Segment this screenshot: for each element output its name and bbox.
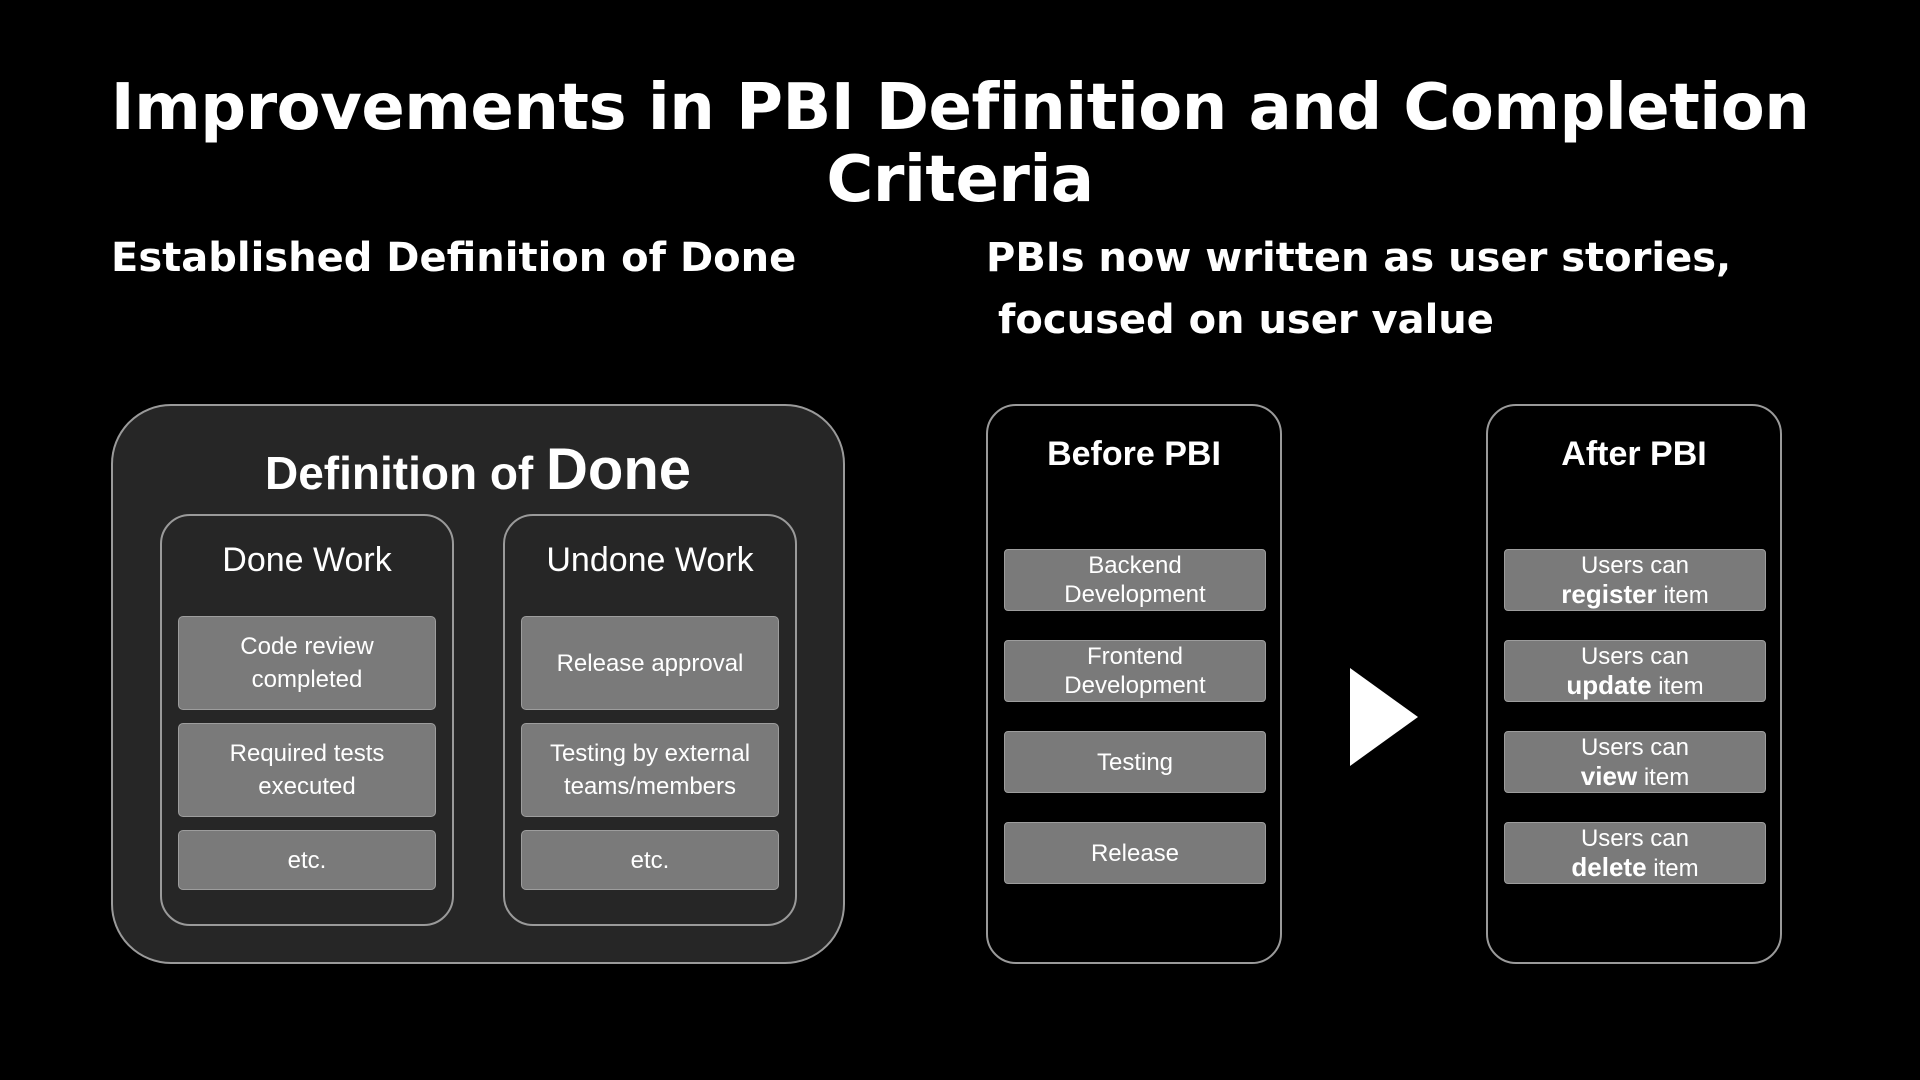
after-pbi-item-action-line: update item [1566,669,1704,701]
undone-work-item: Testing by external teams/members [521,723,779,817]
definition-of-done-heading: Established Definition of Done [111,235,797,281]
slide-title-line2: Criteria [826,143,1094,217]
after-pbi-item-suffix: item [1651,672,1704,700]
after-pbi-item-action: view [1580,760,1638,791]
after-pbi-item: Users can delete item [1504,822,1766,884]
before-pbi-item-line2: Development [1064,581,1206,608]
definition-of-done-title-part2: Done [546,437,692,502]
user-stories-heading-line1: PBIs now written as user stories, [986,235,1732,281]
definition-of-done-panel: Definition of Done Done Work Code review… [111,404,845,964]
user-stories-heading-line2: focused on user value [998,297,1494,343]
after-pbi-item: Users can register item [1504,549,1766,611]
after-pbi-item-action-line: delete item [1571,851,1699,883]
undone-work-column: Undone Work Release approval Testing by … [503,514,797,926]
after-pbi-item-suffix: item [1646,854,1699,882]
before-pbi-item-line1: Frontend [1086,643,1184,670]
before-pbi-item-line1: Backend [1088,552,1182,579]
before-pbi-panel: Before PBI Backend Development Frontend … [986,404,1282,964]
after-pbi-item-prefix: Users can [1580,733,1690,761]
undone-work-title: Undone Work [546,541,754,579]
before-pbi-item: Testing [1004,731,1266,793]
before-pbi-item: Backend Development [1004,549,1266,611]
definition-of-done-title-part1: Definition of [264,447,547,499]
after-pbi-item: Users can view item [1504,731,1766,793]
slide-title-line1: Improvements in PBI Definition and Compl… [110,71,1810,145]
after-pbi-item-prefix: Users can [1580,642,1690,670]
user-stories-heading: PBIs now written as user stories, focuse… [986,227,1731,351]
done-work-item: Required tests executed [178,723,436,817]
done-work-item: Code review completed [178,616,436,710]
done-work-column: Done Work Code review completed Required… [160,514,454,926]
slide-title: Improvements in PBI Definition and Compl… [0,72,1920,216]
undone-work-item: etc. [521,830,779,890]
before-pbi-item: Release [1004,822,1266,884]
after-pbi-item-action-line: view item [1580,760,1690,792]
undone-work-item: Release approval [521,616,779,710]
done-work-item: etc. [178,830,436,890]
after-pbi-title: After PBI [1561,435,1707,473]
before-pbi-item-line2: Development [1064,672,1206,699]
after-pbi-item-prefix: Users can [1580,824,1690,852]
play-triangle-icon [1350,668,1418,766]
after-pbi-panel: After PBI Users can register item Users … [1486,404,1782,964]
after-pbi-item-suffix: item [1637,763,1690,791]
before-pbi-item-line1: Testing [1096,748,1174,776]
after-pbi-item-action: delete [1571,851,1647,882]
before-pbi-item: Frontend Development [1004,640,1266,702]
done-work-title: Done Work [222,541,392,579]
before-pbi-item-line1: Release [1090,839,1180,867]
after-pbi-item-action: update [1566,669,1652,700]
after-pbi-item: Users can update item [1504,640,1766,702]
after-pbi-item-prefix: Users can [1580,551,1690,579]
definition-of-done-title: Definition of Done [113,436,843,503]
after-pbi-item-action: register [1561,578,1657,609]
after-pbi-item-action-line: register item [1561,578,1709,610]
after-pbi-item-suffix: item [1656,581,1709,609]
before-pbi-title: Before PBI [1047,435,1221,473]
